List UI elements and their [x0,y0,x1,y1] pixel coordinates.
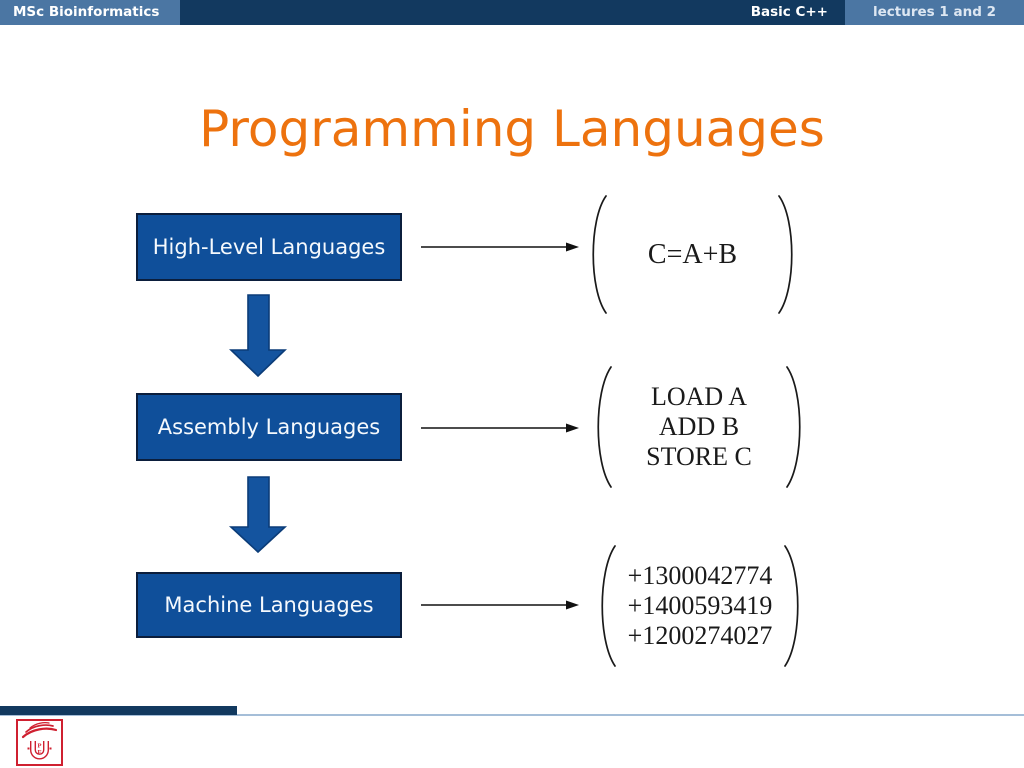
upf-logo-graphic: P F [21,722,58,760]
code-text: +1300042774 +1400593419 +1200274027 [628,561,773,651]
code-bracket-machine: +1300042774 +1400593419 +1200274027 [594,541,806,671]
code-line: +1400593419 [627,591,773,620]
code-line: +1200274027 [627,621,773,650]
code-line: ADD B [658,412,740,441]
block-arrow-down-icon [229,294,287,378]
arrow-right-icon [421,600,579,610]
code-bracket-assembly: LOAD A ADD B STORE C [590,362,808,492]
code-line: +1300042774 [627,561,773,590]
arrow-right-icon [421,423,579,433]
header-bar: MSc Bioinformatics Basic C++ lectures 1 … [0,0,1024,25]
code-bracket-high-level: C=A+B [585,191,800,318]
arrow-right-icon [421,242,579,252]
footer-rule [0,714,1024,716]
header-course-label: MSc Bioinformatics [0,0,180,25]
flow-box-assembly: Assembly Languages [136,393,402,461]
code-line: STORE C [646,442,752,471]
parentheses-icon [601,545,799,667]
flow-box-high-level: High-Level Languages [136,213,402,281]
code-line: C=A+B [647,238,738,270]
code-text: C=A+B [648,239,737,271]
header-lectures-label: lectures 1 and 2 [845,0,1024,25]
logo-letter-f: F [38,749,42,756]
upf-university-logo-icon: P F [16,719,63,766]
footer-accent-bar [0,706,237,715]
flow-box-label: Machine Languages [164,593,374,617]
block-arrow-down-icon [228,476,288,554]
parentheses-icon [592,195,793,314]
flow-box-label: Assembly Languages [157,415,381,439]
header-topic-label: Basic C++ [750,4,828,20]
code-text: LOAD A ADD B STORE C [646,382,752,472]
flow-box-machine: Machine Languages [136,572,402,638]
parentheses-icon [597,366,801,488]
flow-box-label: High-Level Languages [152,235,386,259]
slide-title: Programming Languages [199,100,825,158]
code-line: LOAD A [650,382,748,411]
logo-letter-p: P [38,743,42,750]
